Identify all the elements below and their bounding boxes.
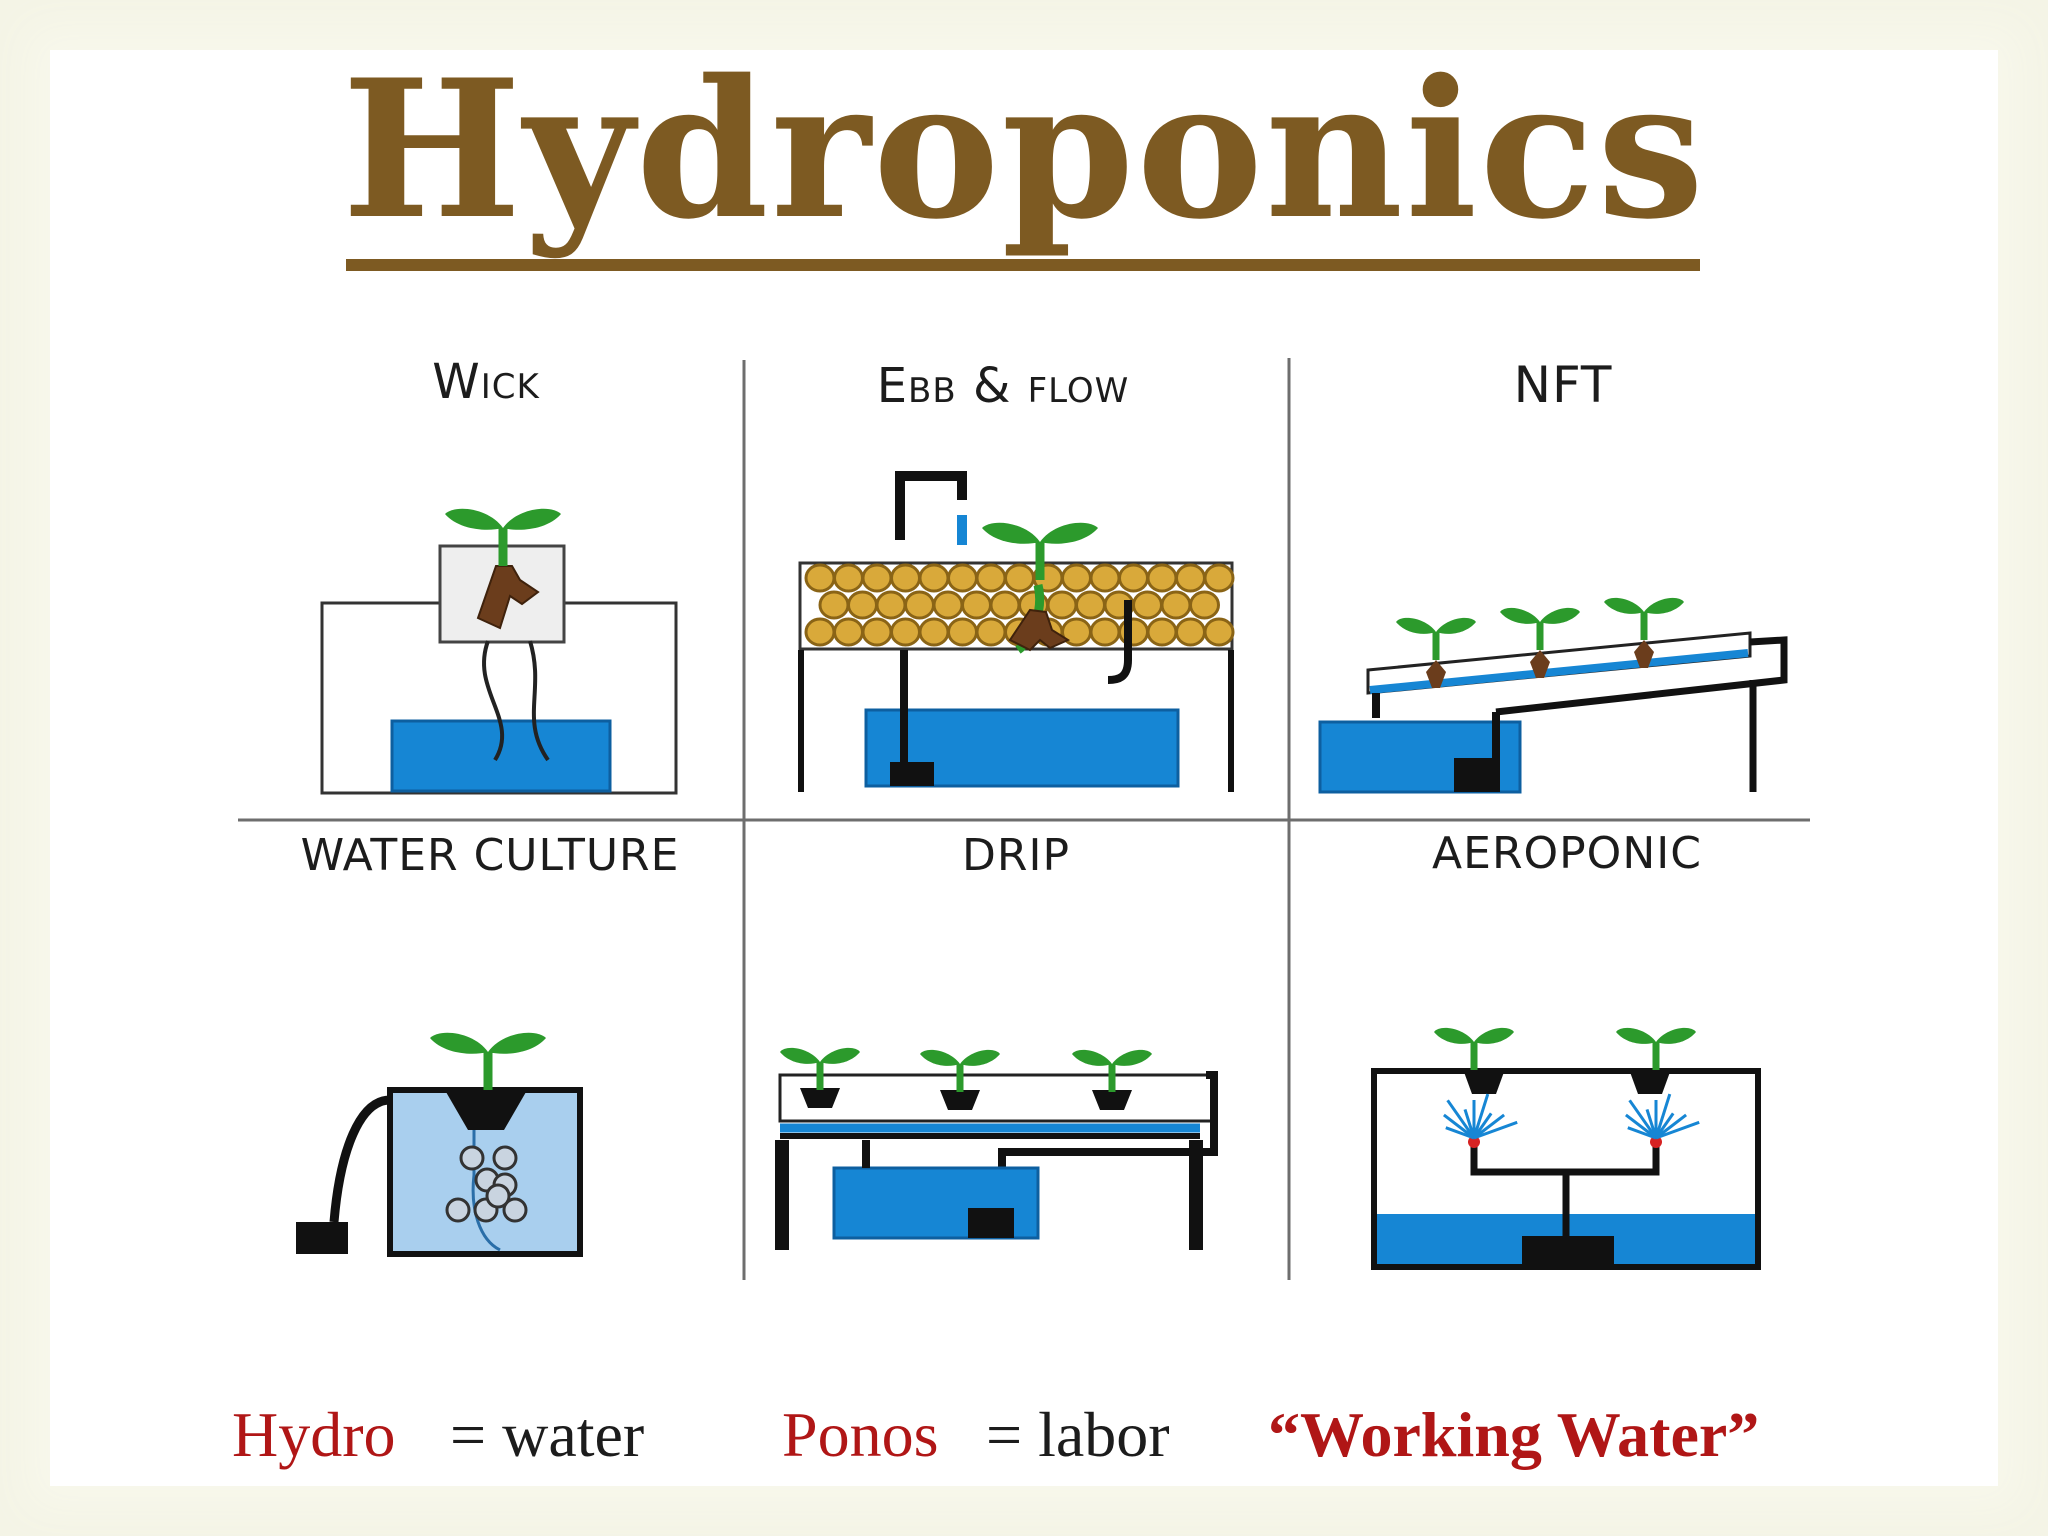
clay-pebble [975, 563, 1007, 593]
clay-pebble [975, 617, 1007, 647]
clay-pebble [1061, 563, 1092, 593]
clay-pebble [1160, 590, 1192, 620]
clay-pebble [947, 617, 978, 647]
clay-pebble [1175, 563, 1206, 593]
clay-pebble [890, 563, 921, 593]
mist-spray-line [1655, 1120, 1700, 1140]
drip-system [775, 1048, 1218, 1250]
mist-spray-line [1655, 1113, 1688, 1140]
clay-pebble [804, 563, 836, 593]
clay-pebble [947, 563, 978, 593]
ebb-flow-system [798, 471, 1235, 792]
clay-pebble [1089, 563, 1121, 593]
clay-pebble [1004, 563, 1035, 593]
label-nft: NFT [1514, 356, 1613, 414]
clay-pebble [847, 590, 878, 620]
clay-pebble [833, 563, 864, 593]
ponos-definition: = labor [986, 1399, 1170, 1470]
aeroponic-system [1371, 1028, 1761, 1270]
clay-pebble [1189, 590, 1220, 620]
clay-pebble [804, 617, 836, 647]
clay-pebble [1203, 563, 1235, 593]
mist-spray-line [1442, 1113, 1475, 1140]
grid-lines [238, 358, 1810, 1280]
clay-pebble [961, 590, 992, 620]
hydro-term: Hydro [232, 1399, 396, 1470]
label-water-culture: WATER CULTURE [301, 830, 680, 881]
mist-spray-line [1473, 1113, 1506, 1140]
clay-pebble [1118, 617, 1149, 647]
mist-spray-line [1446, 1099, 1476, 1139]
clay-pebble [861, 617, 893, 647]
clay-pebble [1118, 563, 1149, 593]
clay-pebble [989, 590, 1021, 620]
mist-spray-line [1654, 1093, 1672, 1139]
clay-pebble [1132, 590, 1163, 620]
clay-pebble [1146, 617, 1178, 647]
clay-pebble [1046, 590, 1078, 620]
mist-spray-line [1628, 1099, 1658, 1139]
meaning-quote: “Working Water” [1268, 1399, 1760, 1470]
mist-spray-line [1624, 1113, 1657, 1140]
nft-system [1318, 598, 1788, 794]
clay-pebble [818, 590, 850, 620]
mist-spray-line [1654, 1112, 1675, 1139]
clay-pebble [932, 590, 964, 620]
mist-spray-line [1472, 1093, 1490, 1139]
clay-pebble [890, 617, 921, 647]
clay-pebble [904, 590, 935, 620]
clay-pebble [1175, 617, 1206, 647]
title-underline [346, 259, 1700, 271]
ponos-term: Ponos [782, 1399, 939, 1470]
clay-pebble [1075, 590, 1106, 620]
clay-pebble [918, 563, 950, 593]
clay-pebble [861, 563, 893, 593]
wick-system [320, 509, 678, 795]
page-title: Hydroponics [341, 38, 1707, 261]
hydro-definition: = water [450, 1399, 645, 1470]
label-wick: Wick [432, 354, 540, 410]
clay-pebble [1203, 617, 1235, 647]
mist-spray-line [1473, 1120, 1518, 1140]
label-drip: DRIP [962, 830, 1070, 881]
label-aeroponic: AEROPONIC [1432, 828, 1702, 879]
clay-pebble [1089, 617, 1121, 647]
mist-spray-line [1472, 1112, 1493, 1139]
clay-pebble [875, 590, 907, 620]
label-ebb-flow: Ebb & flow [877, 358, 1130, 414]
clay-pebble [918, 617, 950, 647]
clay-pebble [1146, 563, 1178, 593]
water-culture-system [296, 1033, 583, 1257]
clay-pebble [833, 617, 864, 647]
